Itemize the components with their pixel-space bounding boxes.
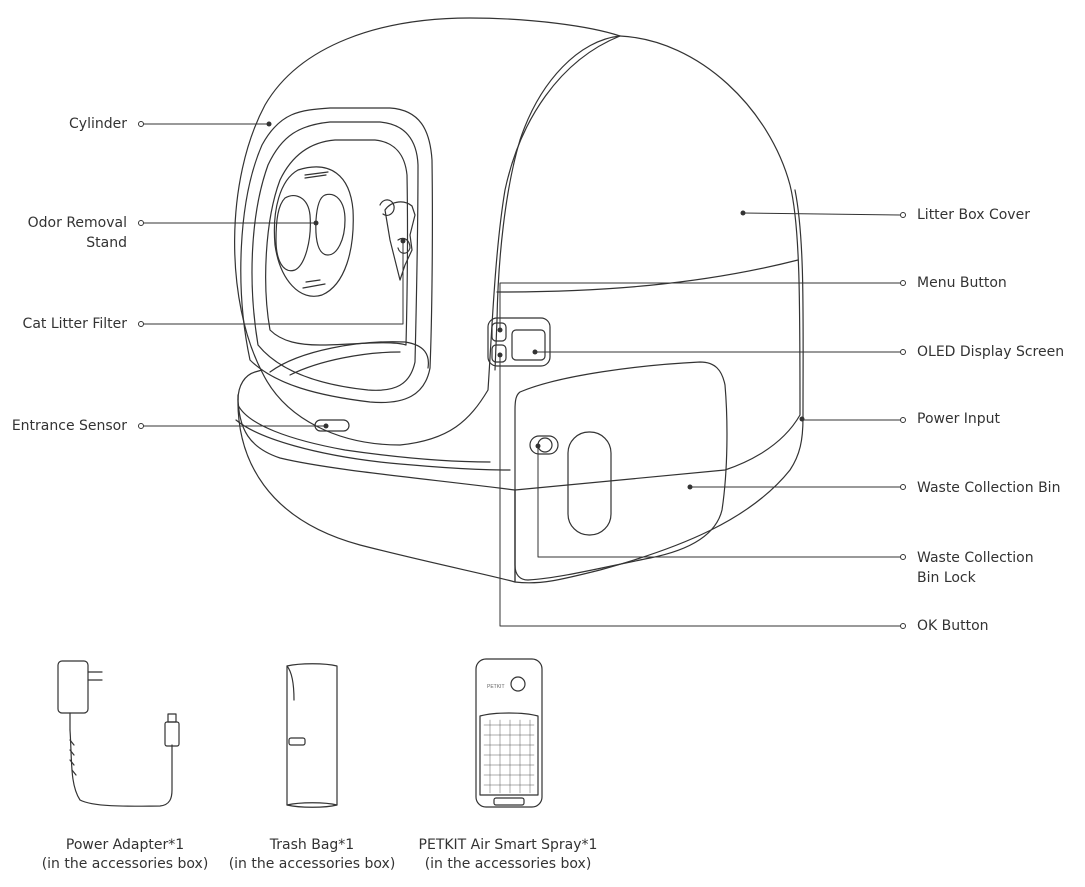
- label-ok-button: OK Button: [917, 618, 989, 634]
- trash-bag-illustration: [286, 663, 338, 808]
- label-cylinder: Cylinder: [69, 116, 127, 132]
- spray-brand-text: PETKIT: [487, 684, 505, 690]
- bin-lock: [529, 435, 559, 455]
- label-oled-display-screen: OLED Display Screen: [917, 344, 1065, 360]
- ok-button-shape: [491, 344, 507, 363]
- cylinder-shell: [234, 17, 621, 446]
- odor-removal-stand: [273, 166, 354, 297]
- label-litter-box-cover: Litter Box Cover: [917, 207, 1030, 223]
- oled-screen-shape: [511, 329, 546, 361]
- label-cat-litter-filter: Cat Litter Filter: [22, 316, 127, 332]
- air-smart-spray-illustration: PETKIT: [475, 658, 543, 808]
- caption-air-smart-spray: PETKIT Air Smart Spray*1 (in the accesso…: [393, 836, 623, 874]
- label-power-input: Power Input: [917, 411, 1001, 427]
- litter-box-base: [237, 394, 516, 583]
- litter-box-cover: [514, 35, 804, 584]
- label-waste-collection-bin-lock: Waste Collection Bin Lock: [917, 550, 1034, 586]
- cat-litter-filter: [384, 201, 416, 281]
- menu-button-shape: [491, 322, 507, 342]
- leader-dots: [266, 121, 805, 490]
- caption-air-smart-spray-name: PETKIT Air Smart Spray*1: [418, 837, 598, 853]
- caption-power-adapter-name: Power Adapter*1: [65, 837, 185, 853]
- caption-power-adapter-note: (in the accessories box): [41, 856, 209, 872]
- litter-box-illustration: [234, 17, 804, 584]
- caption-trash-bag: Trash Bag*1 (in the accessories box): [197, 836, 427, 874]
- power-adapter-illustration: [57, 660, 180, 807]
- label-odor-removal-stand: Odor Removal Stand: [27, 215, 127, 251]
- leader-lines: [143, 123, 901, 627]
- caption-trash-bag-note: (in the accessories box): [228, 856, 396, 872]
- label-entrance-sensor: Entrance Sensor: [11, 418, 127, 434]
- caption-power-adapter: Power Adapter*1 (in the accessories box): [10, 836, 240, 874]
- waste-collection-bin: [514, 361, 728, 581]
- label-waste-collection-bin: Waste Collection Bin: [917, 480, 1061, 496]
- leader-circles: [138, 121, 906, 629]
- control-panel: [487, 317, 551, 367]
- caption-air-smart-spray-note: (in the accessories box): [424, 856, 592, 872]
- caption-trash-bag-name: Trash Bag*1: [269, 837, 355, 853]
- label-menu-button: Menu Button: [917, 275, 1007, 291]
